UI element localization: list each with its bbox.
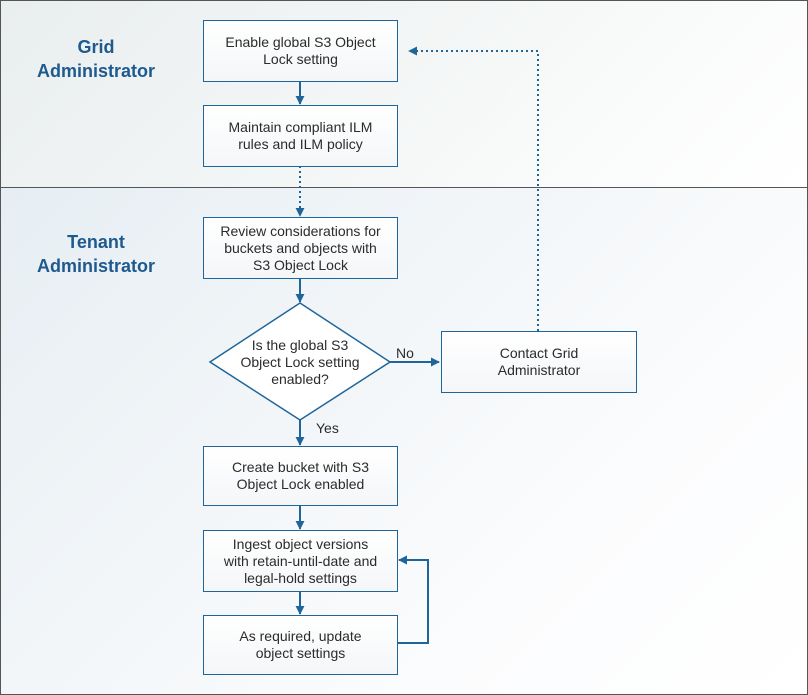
step-enable-global-lock: Enable global S3 Object Lock setting: [203, 20, 398, 82]
edge-label-no: No: [396, 345, 414, 361]
step-maintain-ilm: Maintain compliant ILM rules and ILM pol…: [203, 105, 398, 167]
decision-question: Is the global S3 Object Lock setting ena…: [240, 337, 360, 387]
lane-label-tenant: Tenant Administrator: [21, 230, 171, 278]
lane-label-tenant-line1: Tenant: [67, 232, 125, 252]
step-contact-grid-admin-label: Contact Grid Administrator: [497, 345, 581, 378]
arrow-update-loop-to-ingest: [398, 555, 429, 644]
step-enable-global-lock-label: Enable global S3 Object Lock setting: [225, 34, 376, 67]
edge-label-yes: Yes: [316, 420, 339, 436]
step-ingest-objects: Ingest object versions with retain-until…: [203, 530, 398, 592]
lane-label-grid: Grid Administrator: [21, 35, 171, 83]
step-review-considerations: Review considerations for buckets and ob…: [203, 217, 398, 279]
lane-label-grid-line2: Administrator: [36, 61, 155, 81]
lane-label-tenant-line2: Administrator: [36, 256, 155, 276]
step-create-bucket-label: Create bucket with S3 Object Lock enable…: [232, 459, 369, 492]
step-update-settings: As required, update object settings: [203, 615, 398, 675]
step-update-settings-label: As required, update object settings: [239, 628, 362, 661]
dotted-arrow-contact-to-enable: [408, 46, 539, 331]
lane-label-grid-line1: Grid: [77, 37, 115, 57]
swimlane-tenant-administrator: Tenant Administrator: [1, 188, 807, 694]
step-maintain-ilm-label: Maintain compliant ILM rules and ILM pol…: [228, 119, 373, 152]
step-review-considerations-label: Review considerations for buckets and ob…: [220, 222, 381, 273]
step-create-bucket: Create bucket with S3 Object Lock enable…: [203, 446, 398, 506]
swimlane-grid-administrator: Grid Administrator: [1, 1, 807, 188]
step-ingest-objects-label: Ingest object versions with retain-until…: [223, 535, 378, 586]
step-contact-grid-admin: Contact Grid Administrator: [441, 331, 637, 393]
